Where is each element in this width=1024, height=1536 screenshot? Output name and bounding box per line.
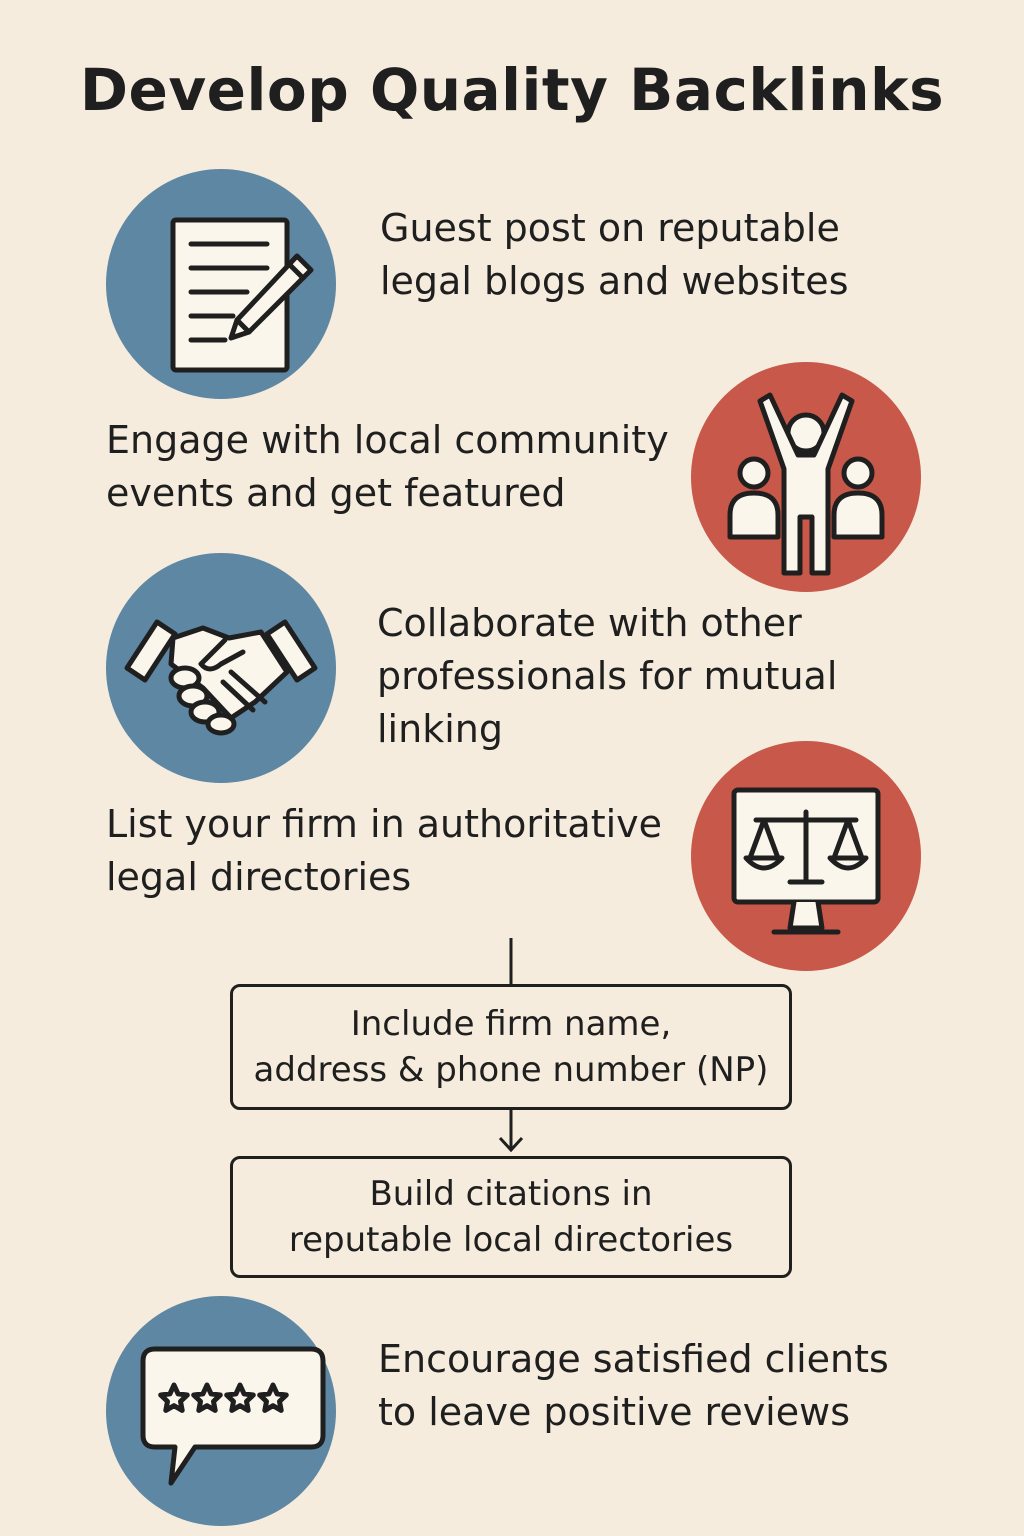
community-people-icon <box>727 392 885 576</box>
scales-monitor-icon <box>731 787 881 935</box>
step-5-icon-circle <box>106 1296 336 1526</box>
page-title: Develop Quality Backlinks <box>79 56 945 124</box>
step-1-icon-circle <box>106 169 336 399</box>
arrow-down-icon <box>498 1136 524 1153</box>
document-pencil-icon <box>170 217 314 373</box>
step-4-icon-circle <box>691 741 921 971</box>
step-2-icon-circle <box>691 362 921 592</box>
handshake-icon <box>124 619 318 736</box>
flow-box-citations: Build citations in reputable local direc… <box>230 1156 792 1278</box>
step-3-icon-circle <box>106 553 336 783</box>
flow-box-nap: Include firm name, address & phone numbe… <box>230 984 792 1110</box>
review-stars-bubble-icon <box>140 1346 326 1486</box>
